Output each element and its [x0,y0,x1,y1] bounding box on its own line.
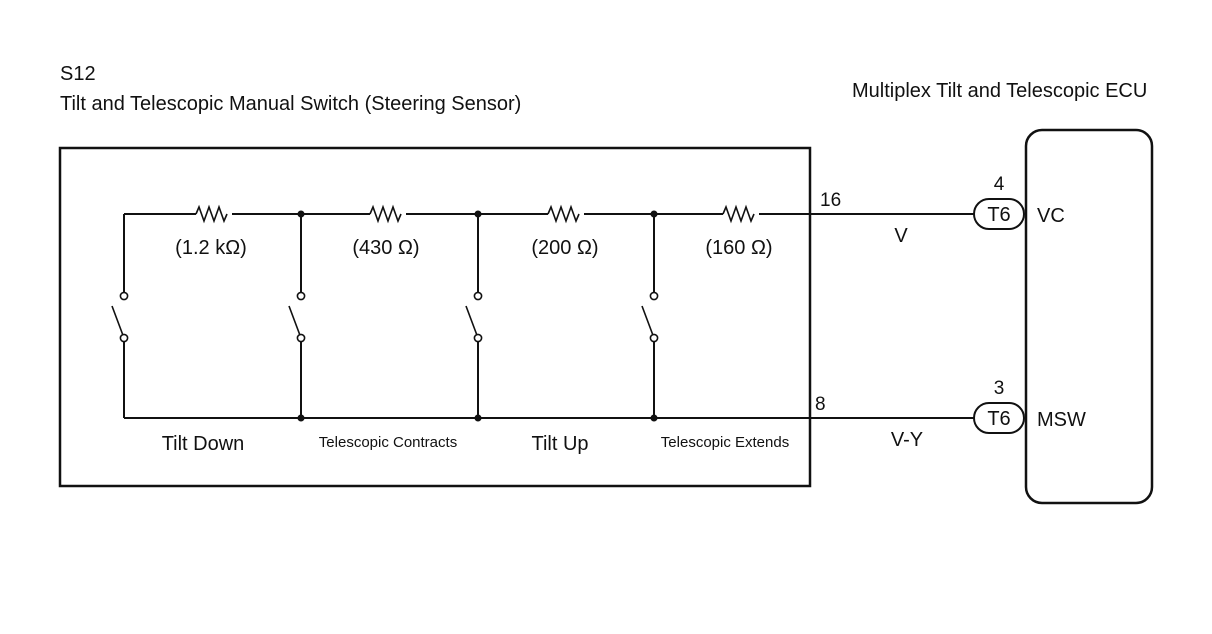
wire-color-label: V-Y [891,429,923,451]
ecu-name: Multiplex Tilt and Telescopic ECU [852,80,1147,102]
ecu-terminal-label: MSW [1037,409,1086,431]
resistor-label: (430 Ω) [352,237,419,259]
connector-shape [973,198,1025,230]
switch-telescopic-extends [641,214,659,418]
ecu-pin-number: 3 [994,378,1005,399]
switch-pin-number: 16 [820,190,841,211]
switch-label: Tilt Down [162,433,245,455]
switch-box [58,146,812,488]
switch-code: S12 [60,63,96,85]
switch-telescopic-contracts [288,214,306,418]
connector-shape [973,402,1025,434]
resistor-4-symbol [722,204,755,224]
switch-tilt-down [111,214,129,418]
top-rail [124,204,975,224]
ecu-box [1024,128,1154,505]
switch-name: Tilt and Telescopic Manual Switch (Steer… [60,93,521,115]
resistor-1-symbol [195,204,228,224]
switch-label: Telescopic Extends [661,434,789,451]
connector-label: T6 [987,408,1010,430]
switch-label: Telescopic Contracts [319,434,457,451]
switch-pin-number: 8 [815,394,826,415]
resistor-label: (200 Ω) [531,237,598,259]
switch-label: Tilt Up [531,433,588,455]
ecu-terminal-label: VC [1037,205,1065,227]
switch-tilt-up [465,214,483,418]
wire-color-label: V [894,225,908,247]
resistor-label: (160 Ω) [705,237,772,259]
resistor-2-symbol [369,204,402,224]
ecu-pin-number: 4 [994,174,1005,195]
resistor-3-symbol [547,204,580,224]
resistor-label: (1.2 kΩ) [175,237,247,259]
connector-label: T6 [987,204,1010,226]
